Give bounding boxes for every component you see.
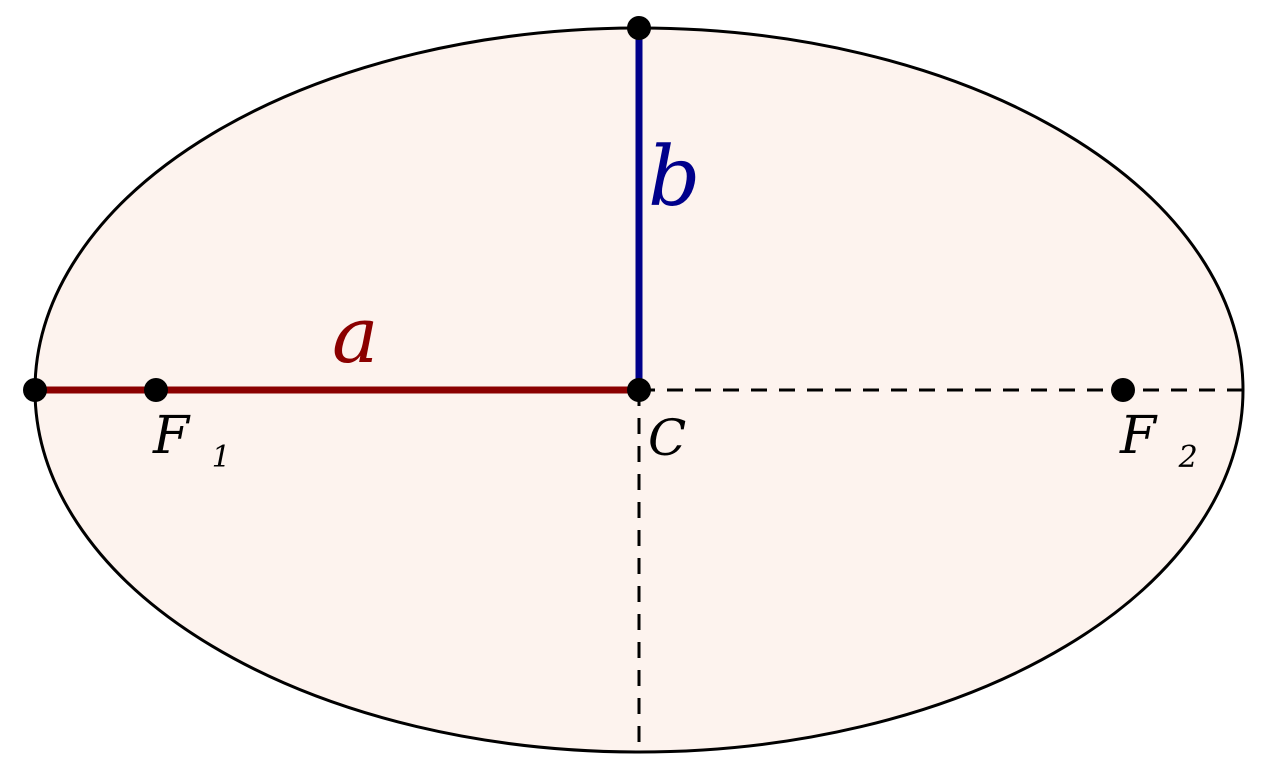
center-point <box>627 378 651 402</box>
label-f2-main: F <box>1119 406 1158 466</box>
label-c: C <box>648 409 686 467</box>
focus-1-point <box>144 378 168 402</box>
left-vertex-point <box>23 378 47 402</box>
label-f2: F 2 <box>1119 406 1198 475</box>
top-co-vertex-point <box>627 16 651 40</box>
focus-2-point <box>1111 378 1135 402</box>
label-f1-subscript: 1 <box>212 440 231 475</box>
label-b: b <box>648 130 701 225</box>
label-f1-main: F <box>152 406 191 466</box>
label-a: a <box>332 291 379 381</box>
label-f2-subscript: 2 <box>1178 440 1198 475</box>
label-f1: F 1 <box>152 406 231 475</box>
